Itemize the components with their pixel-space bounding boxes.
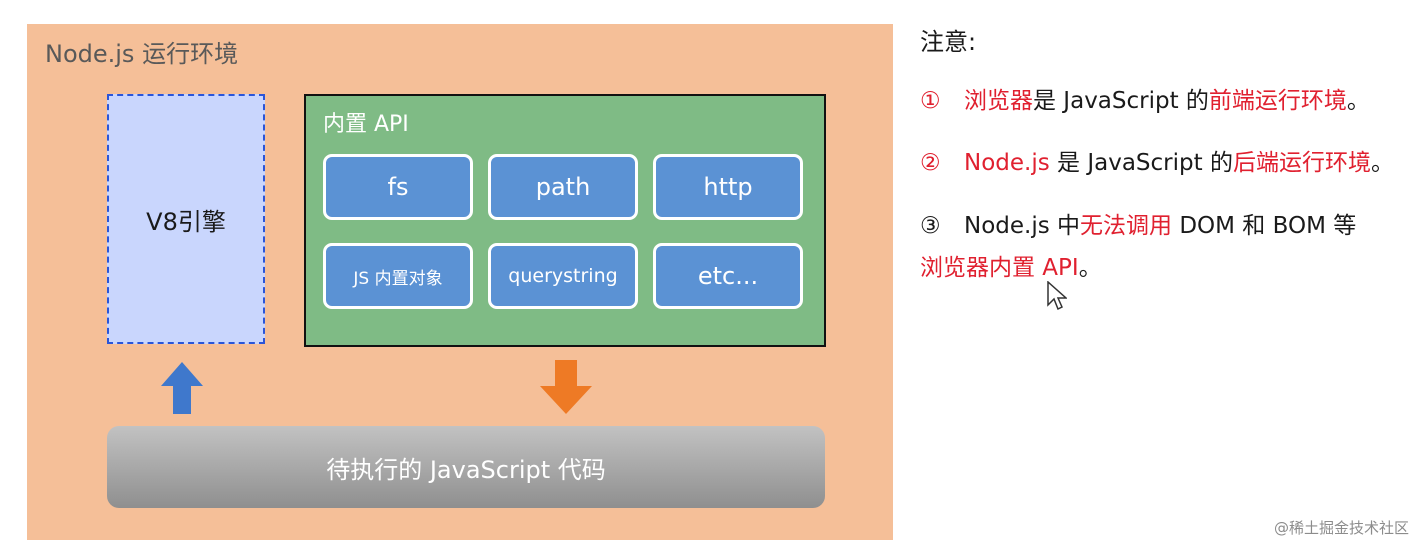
module-etc: etc... [653, 243, 803, 309]
note-3-period: 。 [1078, 255, 1102, 281]
note-1-text: 是 JavaScript 的 [1033, 88, 1209, 114]
module-js-builtin-objects: JS 内置对象 [323, 243, 473, 309]
module-querystring: querystring [488, 243, 638, 309]
note-1-period: 。 [1346, 88, 1370, 114]
note-1: ① 浏览器是 JavaScript 的前端运行环境。 [920, 80, 1370, 122]
note-3-dom-bom: DOM 和 BOM 等 [1172, 213, 1357, 239]
note-3-browser-builtin-api: 浏览器内置 API [920, 255, 1079, 281]
env-title: Node.js 运行环境 [45, 40, 239, 68]
note-3-number: ③ [920, 213, 941, 239]
down-arrow-icon [540, 360, 592, 414]
v8-engine-label: V8引擎 [146, 207, 226, 236]
up-arrow-icon [161, 362, 203, 414]
note-2: ② Node.js 是 JavaScript 的后端运行环境。 [920, 142, 1394, 184]
note-2-period: 。 [1370, 150, 1394, 176]
notes-title: 注意: [920, 28, 977, 56]
module-fs: fs [323, 154, 473, 220]
mouse-cursor-icon [1047, 281, 1067, 311]
note-1-number: ① [920, 88, 941, 114]
builtin-api-box: 内置 API fs path http JS 内置对象 querystring … [304, 94, 826, 347]
pending-js-code-bar: 待执行的 JavaScript 代码 [107, 426, 825, 508]
pending-js-code-label: 待执行的 JavaScript 代码 [326, 455, 606, 484]
v8-engine-box: V8引擎 [107, 94, 265, 344]
note-2-nodejs: Node.js [964, 150, 1050, 176]
node-runtime-env: Node.js 运行环境 V8引擎 内置 API fs path http JS… [27, 24, 893, 540]
module-http: http [653, 154, 803, 220]
note-2-text: 是 JavaScript 的 [1049, 150, 1233, 176]
note-2-backend-runtime: 后端运行环境 [1232, 150, 1371, 176]
builtin-api-title: 内置 API [323, 112, 409, 137]
note-3: ③ Node.js 中无法调用 DOM 和 BOM 等 浏览器内置 API。 [920, 205, 1356, 289]
note-1-browser: 浏览器 [964, 88, 1033, 114]
note-2-number: ② [920, 150, 941, 176]
note-3-nodejs: Node.js 中 [964, 213, 1081, 239]
module-path: path [488, 154, 638, 220]
watermark: @稀土掘金技术社区 [1273, 519, 1409, 537]
note-1-frontend-runtime: 前端运行环境 [1208, 88, 1347, 114]
note-3-cannot-call: 无法调用 [1080, 213, 1173, 239]
